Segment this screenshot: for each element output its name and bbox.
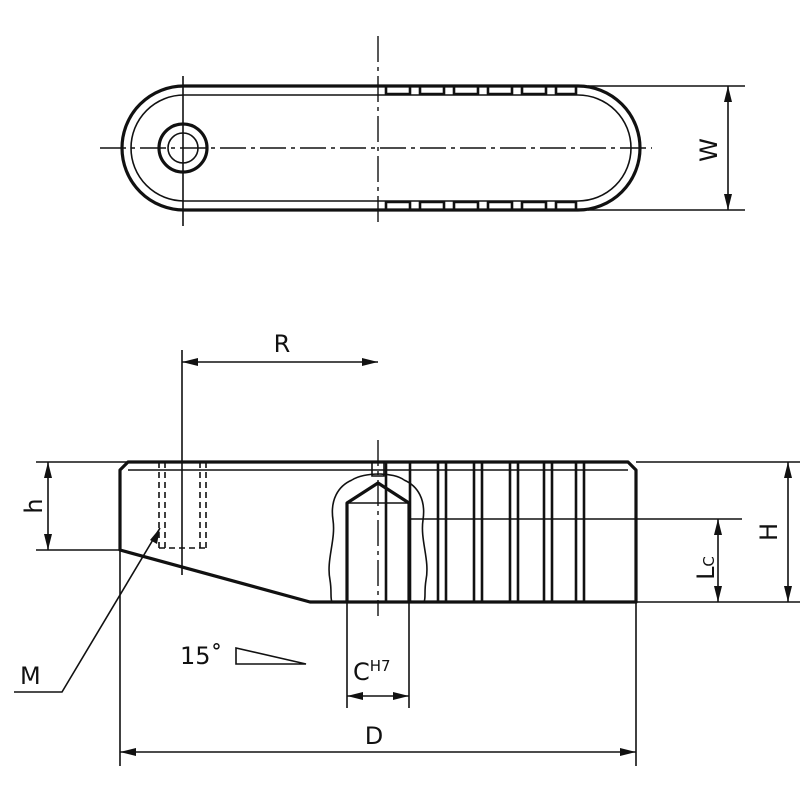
h-label: h — [20, 498, 48, 513]
side-view: R h H LC CH7 — [14, 330, 800, 766]
c-arrow-right — [393, 692, 409, 700]
c-label: CH7 — [353, 657, 391, 686]
top-view: W — [100, 36, 745, 226]
section-break-line-right — [403, 479, 428, 603]
hh-arrow-bottom — [784, 586, 792, 602]
angle-symbol — [235, 646, 307, 665]
lc-arrow-top — [714, 519, 722, 535]
w-label: W — [695, 138, 723, 162]
c-label-tol: H7 — [370, 657, 391, 675]
side-serrations — [384, 460, 586, 604]
section-break-line — [328, 479, 353, 603]
hh-arrow-top — [784, 462, 792, 478]
m-leader-line — [14, 527, 161, 693]
section-break-top — [351, 473, 405, 481]
w-arrow-bottom — [724, 194, 732, 210]
lc-arrow-bottom — [714, 586, 722, 602]
bottom-serrations — [384, 200, 578, 212]
h-arrow-bottom — [44, 534, 52, 550]
top-serrations — [384, 84, 578, 96]
d-arrow-left — [120, 748, 136, 756]
c-label-main: C — [353, 658, 370, 686]
lc-label-main: L — [692, 566, 720, 580]
drill-tip-marker — [371, 462, 385, 477]
m-leader-arrow — [150, 528, 160, 544]
side-view-outline — [118, 460, 638, 604]
r-arrow-right — [362, 358, 378, 366]
d-label: D — [365, 722, 383, 750]
c-arrow-left — [347, 692, 363, 700]
r-label: R — [274, 330, 291, 358]
hh-label: H — [755, 523, 783, 541]
angle-label: 15˚ — [180, 642, 223, 670]
w-arrow-top — [724, 86, 732, 102]
lc-label: LC — [692, 556, 720, 580]
lc-label-sub: C — [700, 556, 718, 566]
d-arrow-right — [620, 748, 636, 756]
h-arrow-top — [44, 462, 52, 478]
m-label: M — [20, 662, 41, 690]
r-arrow-left — [182, 358, 198, 366]
